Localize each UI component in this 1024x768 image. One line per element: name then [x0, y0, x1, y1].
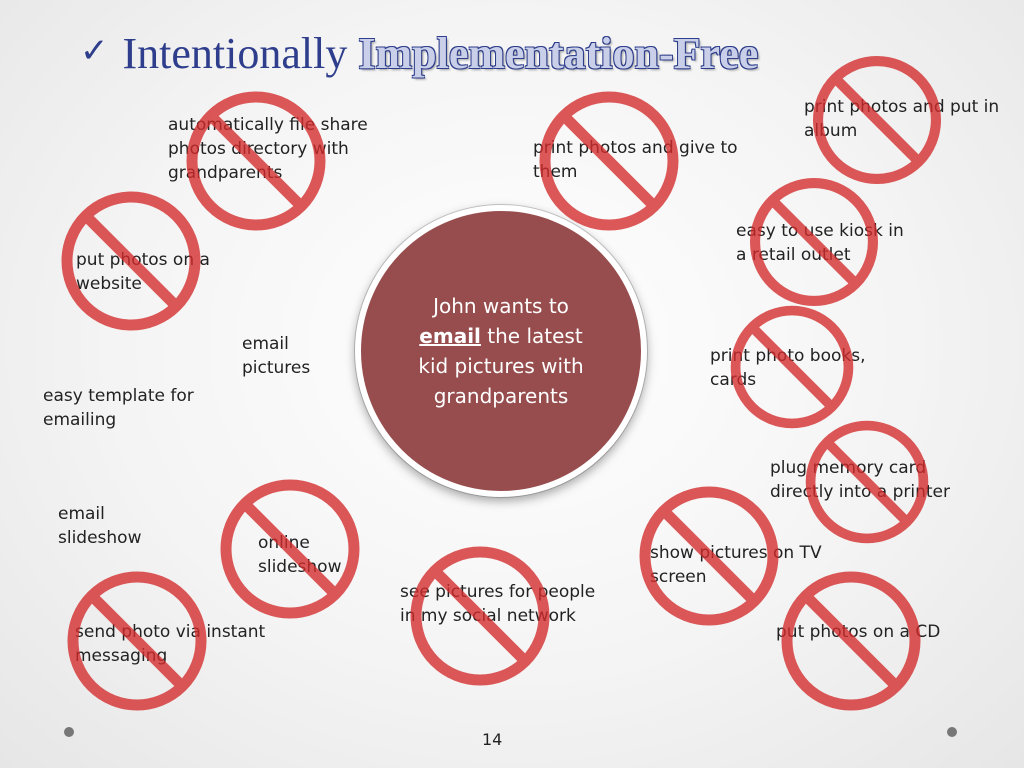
prohibited-icon	[539, 91, 679, 231]
prohibited-icon	[639, 486, 779, 626]
prohibited-icon	[67, 571, 207, 711]
goal-line1: John wants to	[433, 294, 569, 318]
idea-cd: put photos on a CD	[776, 622, 941, 642]
idea-email-slideshow: email slideshow	[58, 504, 142, 548]
idea-template: easy template for emailing	[43, 386, 194, 430]
title-emphasis: Implementation-Free	[358, 29, 759, 78]
prohibited-icon	[730, 305, 854, 429]
central-goal-text: John wants to email the latest kid pictu…	[406, 291, 596, 411]
idea-email-pictures: email pictures	[242, 334, 311, 378]
title-plain: Intentionally	[122, 29, 359, 78]
prohibited-icon	[186, 91, 326, 231]
goal-emphasis: email	[419, 324, 481, 348]
prohibited-icon	[805, 420, 929, 544]
checkmark-icon: ✓	[80, 31, 109, 71]
prohibited-icon	[781, 571, 921, 711]
slide-title: ✓ Intentionally Implementation-Free	[80, 28, 980, 88]
prohibited-icon	[61, 191, 201, 331]
prohibited-icon	[220, 479, 360, 619]
prohibited-icon	[812, 55, 942, 185]
footer-dot-right	[947, 727, 957, 737]
idea-website: put photos on a website	[76, 250, 210, 294]
idea-tv-screen: show pictures on TV screen	[650, 543, 822, 587]
prohibited-icon	[410, 546, 550, 686]
goal-rest: the latest kid pictures with grandparent…	[418, 324, 584, 408]
page-number: 14	[482, 730, 503, 749]
central-goal-circle: John wants to email the latest kid pictu…	[355, 205, 647, 497]
prohibited-icon	[749, 177, 879, 307]
footer-dot-left	[64, 727, 74, 737]
